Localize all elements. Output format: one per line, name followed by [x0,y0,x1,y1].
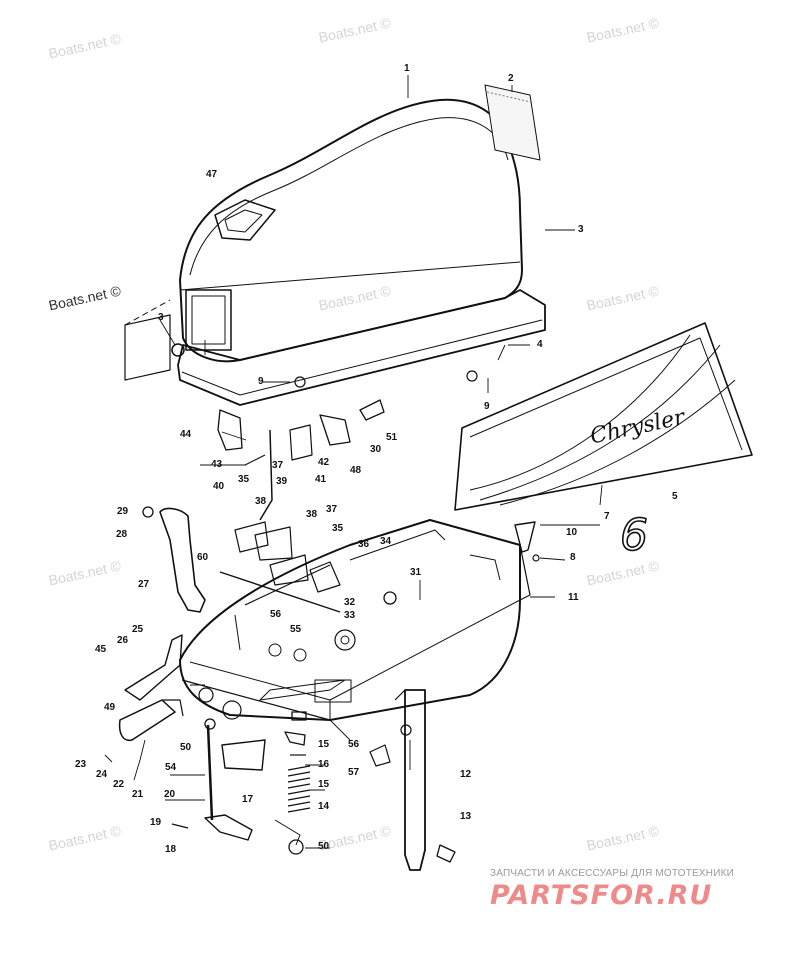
callout-label: 23 [75,759,87,770]
callout-label: 7 [604,511,610,522]
callout-label: 56 [348,739,360,750]
callout-label: 57 [348,767,360,778]
callout-label: 9 [484,401,490,412]
callout-label: 1 [404,63,410,74]
callout-label: 37 [326,504,338,515]
callout-label: 14 [318,801,330,812]
callout-label: 15 [318,779,330,790]
footer-tagline: ЗАПЧАСТИ И АКСЕССУАРЫ ДЛЯ МОТОТЕХНИКИ [490,868,735,879]
callout-label: 29 [117,506,129,517]
callout-label: 2 [508,73,514,84]
callout-label: 4 [537,339,543,350]
callout-label: 35 [332,523,344,534]
callout-label: 39 [276,476,288,487]
callout-label: 48 [350,465,362,476]
callout-label: 60 [197,552,209,563]
callout-label: 25 [132,624,144,635]
callout-label: 20 [164,789,176,800]
callout-label: 45 [95,644,107,655]
callout-label: 28 [116,529,128,540]
callout-label: 24 [96,769,108,780]
callout-label: 16 [318,759,330,770]
motor-cover [171,98,546,406]
callout-label: 21 [132,789,144,800]
lower-motor-pan [179,519,531,721]
side-decal [454,322,753,511]
callout-label: 50 [318,841,330,852]
callout-label: 41 [315,474,327,485]
callout-label: 50 [180,742,192,753]
callout-label: 8 [570,552,576,563]
callout-label: 30 [370,444,382,455]
callout-label: 32 [344,597,356,608]
callout-label: 49 [104,702,116,713]
callout-label: 15 [318,739,330,750]
callout-label: 12 [460,769,472,780]
callout-label: 42 [318,457,330,468]
footer-logo: PARTSFOR.RU [490,880,713,911]
callout-label: 47 [206,169,218,180]
callout-label: 3 [158,312,164,323]
callout-label: 19 [150,817,162,828]
callout-label: 26 [117,635,129,646]
callout-label: 56 [270,609,282,620]
callout-label: 5 [672,491,678,502]
callout-label: 35 [238,474,250,485]
callout-label: 3 [578,224,584,235]
callout-label: 22 [113,779,125,790]
callout-label: 17 [242,794,254,805]
callout-label: 27 [138,579,150,590]
callout-label: 9 [258,376,264,387]
callout-label: 37 [272,460,284,471]
callout-label: 33 [344,610,356,621]
callout-label: 38 [255,496,267,507]
callout-label: 18 [165,844,177,855]
callout-label: 55 [290,624,302,635]
model-number: 6 [619,509,649,562]
callout-label: 13 [460,811,472,822]
callout-label: 10 [566,527,578,538]
callout-label: 54 [165,762,177,773]
callout-label: 11 [568,592,579,603]
callout-label: 34 [380,536,392,547]
callout-label: 51 [386,432,398,443]
callout-label: 38 [306,509,318,520]
callout-label: 36 [358,539,370,550]
callout-label: 31 [410,567,422,578]
callout-label: 40 [213,481,225,492]
callout-label: 43 [211,459,223,470]
callout-label: 44 [180,429,192,440]
